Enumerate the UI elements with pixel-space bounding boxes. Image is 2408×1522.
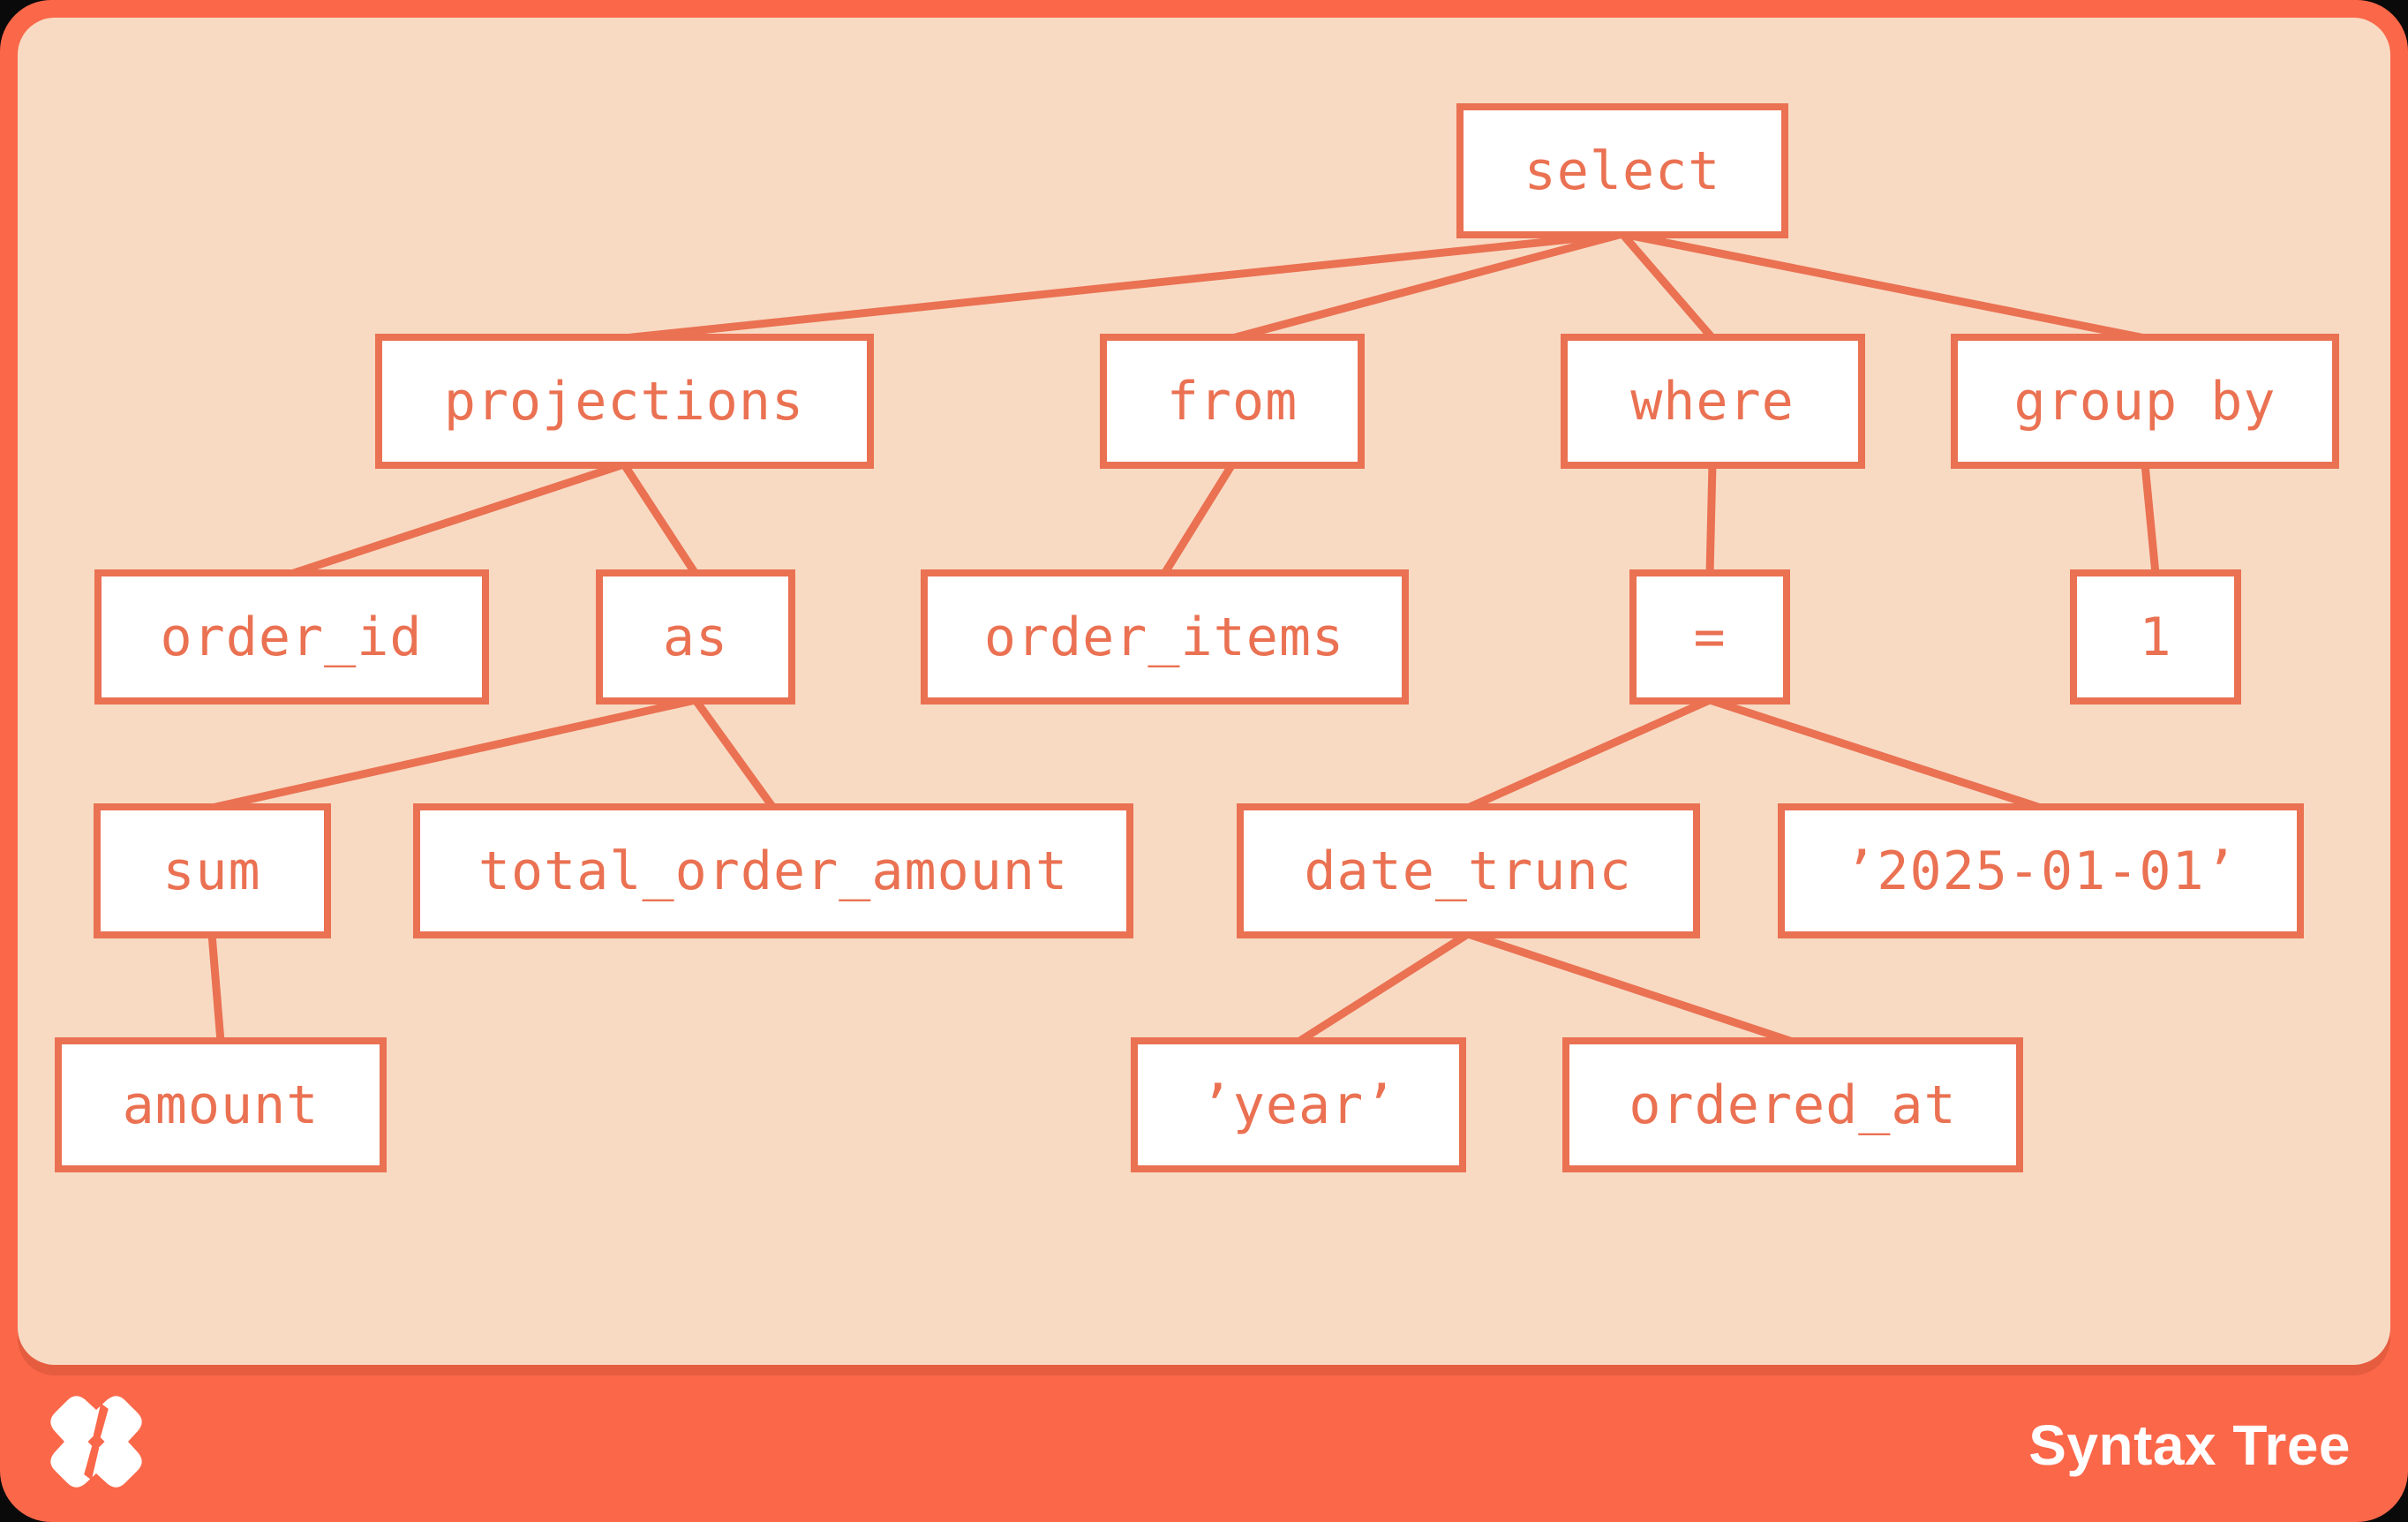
tree-node-select: select <box>1456 103 1788 238</box>
tree-node-total-order-amount: total_order_amount <box>413 803 1133 938</box>
tree-node-group-by: group by <box>1951 334 2339 469</box>
tree-node-date-trunc: date_trunc <box>1236 803 1700 938</box>
tree-node-projections: projections <box>374 334 874 469</box>
tree-node-equals: = <box>1629 569 1790 704</box>
tree-node-amount: amount <box>55 1037 387 1172</box>
tree-node-one: 1 <box>2070 569 2241 704</box>
tree-node-order-id: order_id <box>94 569 489 704</box>
pinwheel-x-logo-icon <box>50 1396 142 1488</box>
tree-node-sum: sum <box>93 803 331 938</box>
tree-node-year-literal: ’year’ <box>1131 1037 1466 1172</box>
tree-node-order-items: order_items <box>920 569 1409 704</box>
tree-node-ordered-at: ordered_at <box>1562 1037 2023 1172</box>
tree-node-as: as <box>596 569 795 704</box>
tree-node-date-literal: ’2025-01-01’ <box>1778 803 2304 938</box>
footer-title: Syntax Tree <box>2028 1413 2351 1477</box>
tree-node-where: where <box>1560 334 1865 469</box>
tree-node-from: from <box>1100 334 1365 469</box>
